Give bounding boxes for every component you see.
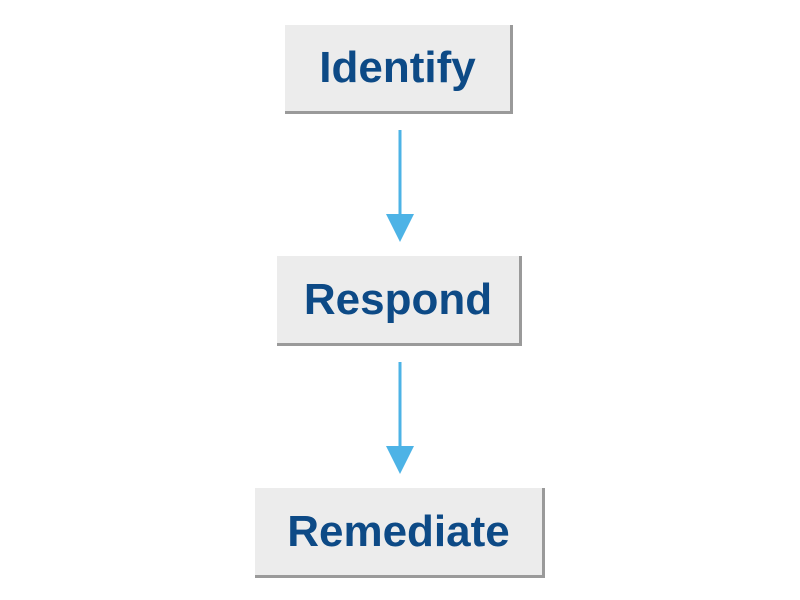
step-label-identify: Identify	[319, 43, 476, 92]
step-box-identify: Identify	[285, 25, 513, 114]
step-label-respond: Respond	[303, 274, 493, 324]
step-box-remediate: Remediate	[255, 488, 545, 578]
step-label-remediate: Remediate	[287, 506, 510, 556]
arrow-identify-to-respond	[386, 130, 414, 242]
step-box-respond: Respond	[277, 256, 522, 346]
arrow-respond-to-remediate	[386, 362, 414, 474]
